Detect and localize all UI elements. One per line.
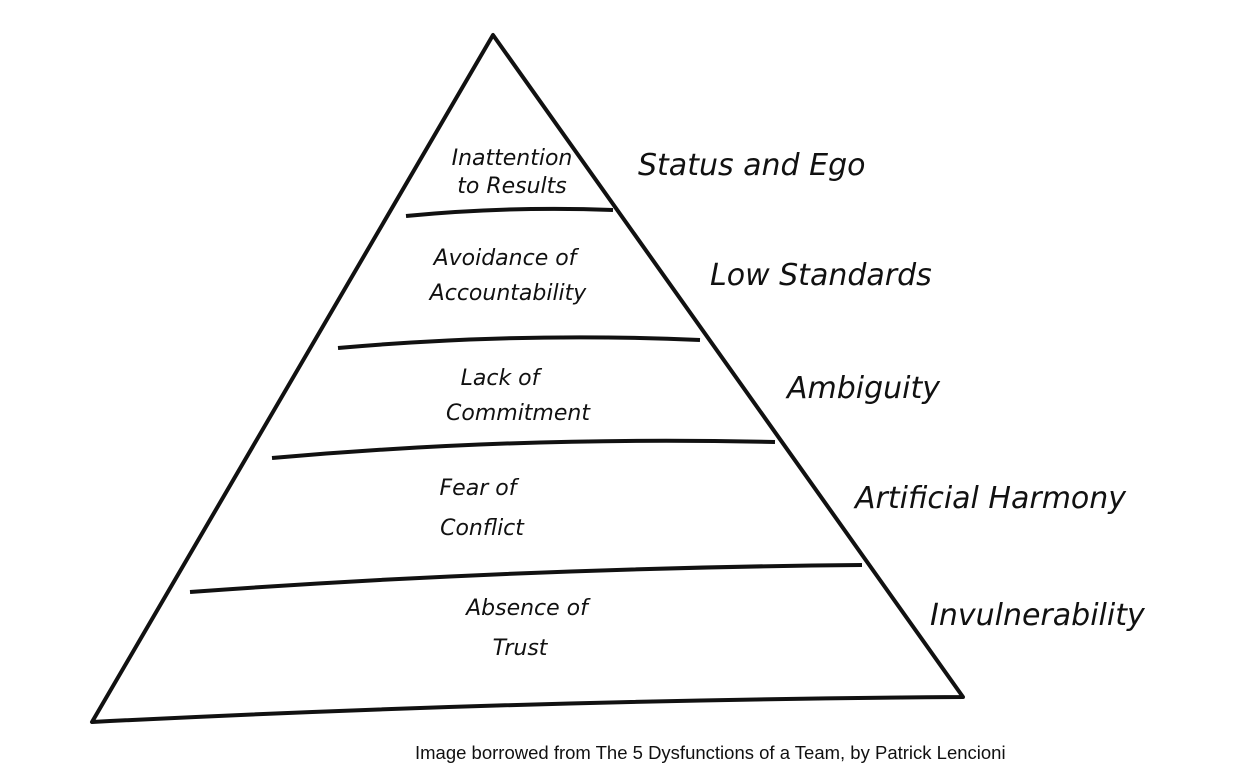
image-caption: Image borrowed from The 5 Dysfunctions o… <box>415 742 1006 763</box>
level-3: Lack of Commitment Ambiguity <box>446 366 941 426</box>
pyramid-outline <box>90 33 965 724</box>
cause-label: Artificial Harmony <box>853 481 1127 516</box>
level-label: Accountability <box>428 281 588 306</box>
level-label: Absence of <box>464 596 591 621</box>
divider-line <box>337 335 701 350</box>
divider-line <box>271 438 776 460</box>
level-label: Trust <box>493 636 549 661</box>
level-label: Fear of <box>440 476 520 501</box>
cause-label: Invulnerability <box>930 598 1146 633</box>
level-1: Inattention to Results Status and Ego <box>452 146 866 199</box>
level-label: to Results <box>457 174 567 199</box>
level-label: Conflict <box>440 516 525 541</box>
level-label: Lack of <box>461 366 543 391</box>
cause-label: Status and Ego <box>638 148 865 183</box>
level-4: Fear of Conflict Artificial Harmony <box>440 476 1128 541</box>
level-2: Avoidance of Accountability Low Standard… <box>428 246 932 306</box>
divider-line <box>189 563 863 594</box>
level-5: Absence of Trust Invulnerability <box>464 596 1146 661</box>
level-label: Commitment <box>446 401 591 426</box>
level-label: Avoidance of <box>432 246 580 271</box>
level-label: Inattention <box>452 146 573 171</box>
cause-label: Low Standards <box>710 258 932 293</box>
cause-label: Ambiguity <box>785 371 941 406</box>
divider-line <box>405 206 614 218</box>
